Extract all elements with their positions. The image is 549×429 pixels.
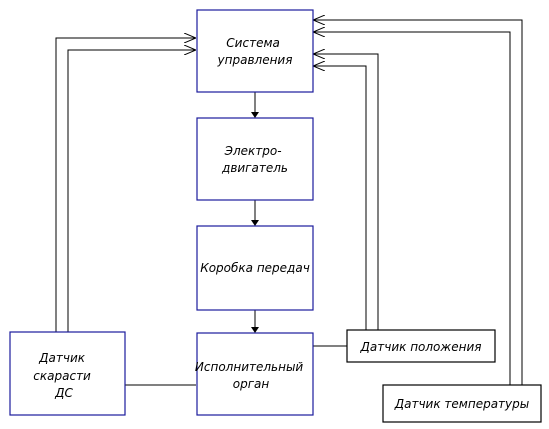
feedback-position-outer — [313, 54, 379, 330]
temperature-sensor-block: Датчик температуры — [382, 384, 542, 423]
temperature-sensor-label: Датчик температуры — [394, 397, 529, 411]
gearbox-label: Коробка передач — [200, 261, 310, 275]
feedback-speed-inner — [67, 50, 196, 332]
feedback-temperature-outer — [313, 20, 523, 385]
position-sensor-label: Датчик положения — [360, 340, 482, 354]
control-system-label: Система управления — [217, 36, 293, 67]
connections — [55, 20, 523, 386]
feedback-speed-outer — [55, 38, 196, 332]
motor-label: Электро- двигатель — [221, 144, 288, 175]
speed-sensor-block: Датчик скарасти ДС — [9, 331, 126, 416]
feedback-temperature-inner — [313, 32, 511, 385]
position-sensor-block: Датчик положения — [346, 329, 496, 363]
speed-sensor-label: Датчик скарасти ДС — [33, 351, 94, 400]
motor-block: Электро- двигатель — [196, 117, 314, 201]
actuator-block: Исполнительный орган — [195, 332, 314, 416]
feedback-position-inner — [313, 66, 367, 330]
actuator-label: Исполнительный орган — [195, 360, 307, 391]
gearbox-block: Коробка передач — [196, 225, 314, 311]
control-system-block: Система управления — [196, 9, 314, 93]
